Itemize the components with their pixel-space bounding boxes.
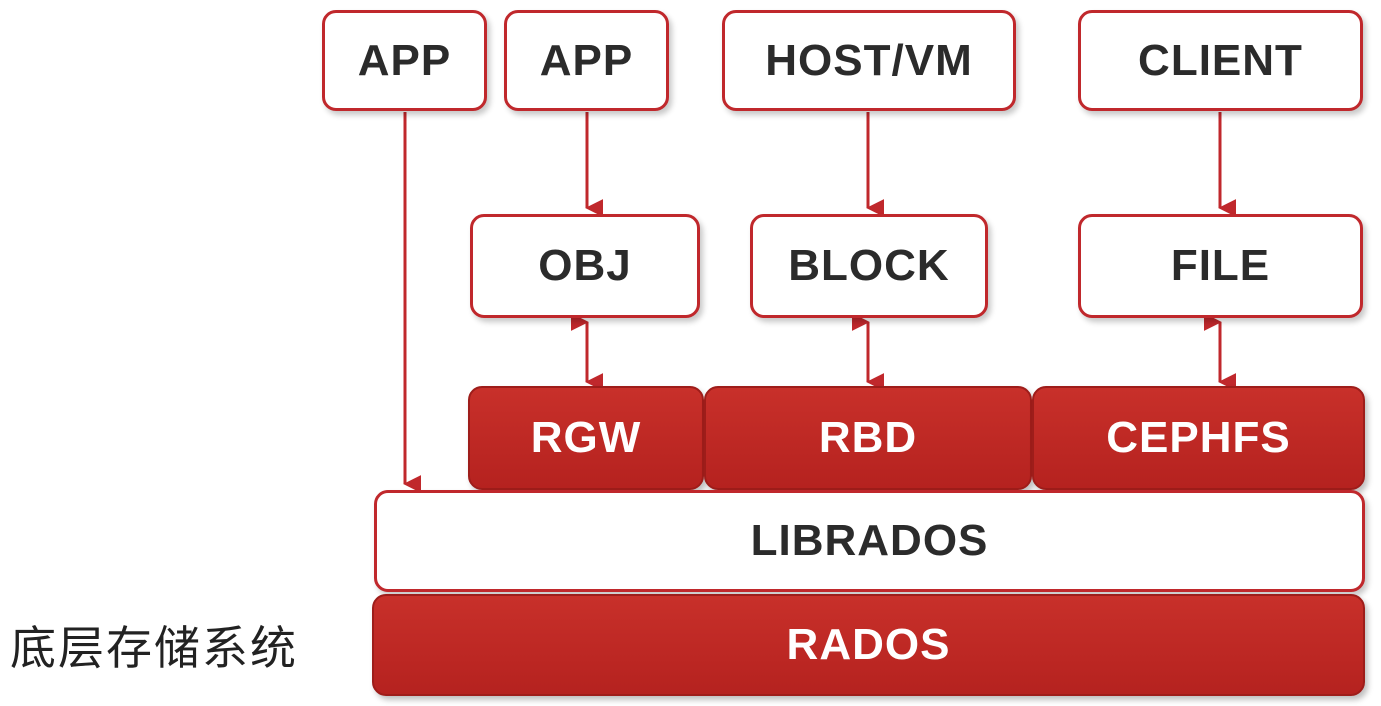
rbd-label: RBD xyxy=(818,413,918,462)
bottom-storage-label: 底层存储系统 xyxy=(10,621,298,675)
rados-label: RADOS xyxy=(786,620,951,669)
librados-box: LIBRADOS xyxy=(374,490,1365,592)
rados-box: RADOS xyxy=(372,594,1365,696)
host-vm-box: HOST/VM xyxy=(722,10,1016,111)
app-label-1: APP xyxy=(357,35,452,85)
obj-label: OBJ xyxy=(538,241,632,290)
rbd-box: RBD xyxy=(704,386,1032,490)
block-label: BLOCK xyxy=(788,241,950,290)
file-box: FILE xyxy=(1078,214,1363,318)
file-label: FILE xyxy=(1170,241,1271,290)
block-box: BLOCK xyxy=(750,214,988,318)
rgw-box: RGW xyxy=(468,386,704,490)
rgw-label: RGW xyxy=(530,413,642,462)
app-label-2: APP xyxy=(539,35,634,85)
app-box-1: APP xyxy=(322,10,487,111)
client-box: CLIENT xyxy=(1078,10,1363,111)
cephfs-box: CEPHFS xyxy=(1032,386,1365,490)
host-vm-label: HOST/VM xyxy=(765,35,973,85)
librados-label: LIBRADOS xyxy=(750,516,989,565)
obj-box: OBJ xyxy=(470,214,700,318)
cephfs-label: CEPHFS xyxy=(1106,413,1291,462)
app-box-2: APP xyxy=(504,10,669,111)
client-label: CLIENT xyxy=(1138,35,1303,85)
